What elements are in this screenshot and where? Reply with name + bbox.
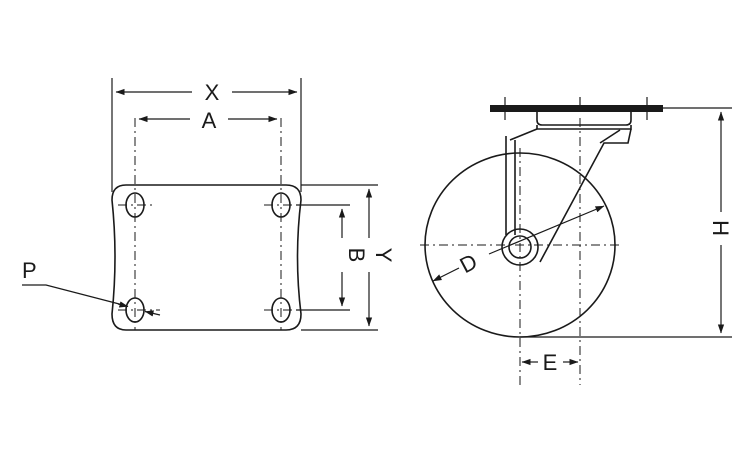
side-view: D E H [420,97,733,385]
dimension-p: P [22,258,161,317]
plate-outline [111,184,302,331]
dimension-b: B [338,208,369,307]
caster-fork [505,128,632,263]
dimension-e: E [521,350,579,375]
dimension-h-label: H [708,220,733,236]
dimension-d: D [432,205,605,282]
dimension-h: H [520,107,733,338]
extension-lines [111,78,378,331]
top-plate-view: X A B Y P [22,78,396,331]
dimension-y-label: Y [371,248,396,263]
dimension-y: Y [365,188,396,327]
mounting-holes [125,192,291,323]
hole-centerlines [118,118,298,330]
dimension-a: A [138,108,278,133]
top-plate [490,105,663,112]
dimension-d-label: D [456,249,482,279]
dimension-e-label: E [543,350,558,375]
dimension-b-label: B [344,248,369,263]
dimension-x-label: X [205,80,220,105]
side-centerlines [420,118,622,385]
dimension-x: X [115,80,298,105]
dimension-p-label: P [22,258,37,283]
swivel-housing [536,112,632,126]
dimension-a-label: A [202,108,217,133]
